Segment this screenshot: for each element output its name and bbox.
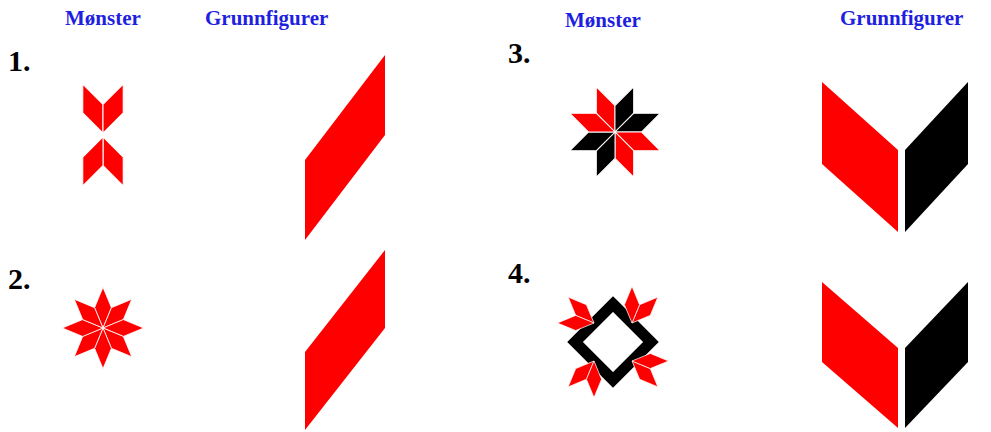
basic-rhombus bbox=[305, 55, 385, 240]
basic-rhombus-red bbox=[822, 82, 898, 232]
basic-rhombus-black bbox=[905, 282, 968, 428]
pattern-number: 2. bbox=[8, 262, 31, 296]
pattern-3 bbox=[566, 83, 664, 181]
basic-rhombus-red bbox=[822, 282, 898, 428]
basic-rhombus-black bbox=[905, 82, 968, 232]
pattern-4 bbox=[557, 286, 668, 397]
pattern-2 bbox=[62, 287, 143, 368]
pattern-number: 1. bbox=[8, 44, 31, 78]
basic-rhombus bbox=[305, 250, 385, 430]
column-heading: Grunnfigurer bbox=[840, 6, 963, 31]
pattern-1 bbox=[73, 80, 134, 190]
column-heading: Grunnfigurer bbox=[205, 6, 328, 31]
pattern-number: 4. bbox=[508, 256, 531, 290]
column-heading: Mønster bbox=[565, 8, 641, 33]
column-heading: Mønster bbox=[65, 6, 141, 31]
pattern-number: 3. bbox=[508, 36, 531, 70]
